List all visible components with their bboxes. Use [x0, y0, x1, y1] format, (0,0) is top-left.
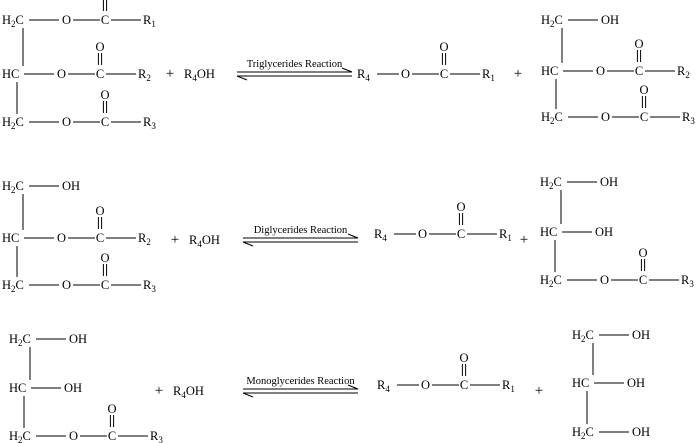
rxn3-forward-arrowhead [347, 384, 359, 390]
rxn3-reactant-acyl-3-carbonyl-oxygen: O [107, 402, 116, 416]
rxn1-product-carbon-2: HC [541, 64, 558, 78]
rxn1-product-acyl-3-carbonyl-oxygen: O [639, 83, 648, 97]
rxn2-product-acyl-3-carbonyl-oxygen: O [638, 246, 647, 260]
rxn1-product-carbon-1: H2C [541, 13, 563, 29]
rxn1-product-acyl-2-carbonyl-oxygen: O [634, 37, 643, 51]
rxn3-product-carbon-3: H2C [572, 425, 594, 441]
rxn2-reactant-ester-oxygen-3: O [62, 278, 71, 292]
rxn2-reactant-carbon-3: H2C [2, 278, 24, 294]
rxn1-reactant-acyl-1-carbonyl-carbon: C [101, 13, 109, 27]
rxn1-reactant-ester-oxygen-1: O [62, 13, 71, 27]
rxn1-forward-arrowhead [341, 67, 353, 73]
rxn1-alcohol: R4OH [184, 67, 215, 83]
rxn2-product-carbon-2: HC [540, 225, 557, 239]
rxn3-ester-acyl-carbonyl-carbon: C [460, 378, 468, 392]
rxn2-plus-2: + [520, 232, 528, 248]
rxn2-reactant-acyl-3-carbonyl-oxygen: O [100, 251, 109, 265]
rxn2-reaction-label: Diglycerides Reaction [254, 225, 348, 236]
rxn2-ester-acyl-carbonyl-carbon: C [457, 227, 465, 241]
rxn1-ester-acyl-carbonyl-oxygen: O [439, 40, 448, 54]
rxn3-reactant-acyl-3-carbonyl-carbon: C [108, 429, 116, 443]
rxn3-reactant-hydroxyl-2: OH [64, 381, 82, 395]
rxn1-reverse-arrowhead [236, 75, 248, 81]
rxn1-plus-2: + [514, 66, 522, 82]
rxn3-product-hydroxyl-3: OH [632, 425, 650, 439]
bond-layer [16, 0, 680, 437]
rxn1-product-acyl-3-r-group: R3 [682, 110, 695, 126]
rxn3-reaction-label: Monoglycerides Reaction [246, 376, 355, 387]
rxn2-reactant-carbon-1: H2C [2, 179, 24, 195]
rxn2-forward-arrowhead [347, 233, 359, 239]
rxn2-reactant-hydroxyl-1: OH [62, 179, 80, 193]
rxn2-product-acyl-3-carbonyl-carbon: C [639, 273, 647, 287]
rxn2-ester-acyl-carbonyl-oxygen: O [456, 200, 465, 214]
rxn2-product-ester-oxygen-3: O [600, 273, 609, 287]
rxn3-ester-r4: R4 [377, 378, 390, 394]
rxn3-reactant-carbon-1: H2C [9, 332, 31, 348]
rxn3-product-hydroxyl-1: OH [632, 328, 650, 342]
rxn1-ester-acyl-r-group: R1 [482, 67, 495, 83]
rxn3-alcohol: R4OH [173, 384, 204, 400]
rxn1-reactant-acyl-3-carbonyl-oxygen: O [100, 88, 109, 102]
rxn1-reactant-carbon-3: H2C [2, 115, 24, 131]
rxn1-product-acyl-3-carbonyl-carbon: C [640, 110, 648, 124]
rxn2-product-carbon-1: H2C [540, 175, 562, 191]
rxn1-ester-r4: R4 [357, 67, 370, 83]
rxn2-reactant-acyl-3-carbonyl-carbon: C [101, 278, 109, 292]
rxn3-ester-acyl-carbonyl-oxygen: O [459, 351, 468, 365]
rxn1-reactant-acyl-2-carbonyl-oxygen: O [95, 40, 104, 54]
rxn3-product-carbon-2: HC [572, 376, 589, 390]
rxn2-reactant-acyl-2-carbonyl-oxygen: O [95, 204, 104, 218]
rxn3-plus-1: + [155, 383, 163, 399]
rxn3-ester-acyl-r-group: R1 [502, 378, 515, 394]
rxn3-reactant-hydroxyl-1: OH [69, 332, 87, 346]
rxn1-product-ester-oxygen-2: O [596, 64, 605, 78]
rxn1-product-carbon-3: H2C [541, 110, 563, 126]
rxn1-reaction-label: Triglycerides Reaction [247, 59, 343, 70]
rxn1-product-acyl-2-r-group: R2 [677, 64, 690, 80]
rxn1-product-ester-oxygen-3: O [601, 110, 610, 124]
rxn1-plus-1: + [166, 66, 174, 82]
rxn3-reactant-acyl-3-r-group: R3 [150, 429, 163, 443]
rxn2-ester-oxygen: O [418, 227, 427, 241]
rxn2-product-acyl-3-r-group: R3 [681, 273, 694, 289]
rxn1-reactant-carbon-2: HC [2, 67, 19, 81]
rxn3-reverse-arrowhead [242, 392, 254, 398]
rxn2-reactant-carbon-2: HC [2, 231, 19, 245]
rxn2-reactant-acyl-3-r-group: R3 [143, 278, 156, 294]
rxn2-ester-acyl-r-group: R1 [499, 227, 512, 243]
rxn2-plus-1: + [171, 232, 179, 248]
rxn1-reactant-acyl-2-carbonyl-carbon: C [96, 67, 104, 81]
rxn2-ester-r4: R4 [374, 227, 387, 243]
rxn2-reverse-arrowhead [242, 241, 254, 247]
rxn1-reactant-ester-oxygen-3: O [62, 115, 71, 129]
rxn3-plus-2: + [535, 383, 543, 399]
rxn3-ester-oxygen: O [421, 378, 430, 392]
rxn3-product-carbon-1: H2C [572, 328, 594, 344]
rxn1-reactant-acyl-3-carbonyl-carbon: C [101, 115, 109, 129]
rxn3-reactant-ester-oxygen-3: O [69, 429, 78, 443]
rxn3-product-hydroxyl-2: OH [627, 376, 645, 390]
rxn1-reactant-acyl-3-r-group: R3 [143, 115, 156, 131]
rxn1-reactant-acyl-2-r-group: R2 [138, 67, 151, 83]
rxn2-product-hydroxyl-2: OH [595, 225, 613, 239]
rxn2-reactant-acyl-2-r-group: R2 [138, 231, 151, 247]
rxn2-alcohol: R4OH [189, 233, 220, 249]
rxn2-reactant-acyl-2-carbonyl-carbon: C [96, 231, 104, 245]
rxn1-ester-oxygen: O [401, 67, 410, 81]
rxn1-reactant-ester-oxygen-2: O [57, 67, 66, 81]
rxn1-ester-acyl-carbonyl-carbon: C [440, 67, 448, 81]
rxn2-product-hydroxyl-1: OH [600, 175, 618, 189]
rxn2-reactant-ester-oxygen-2: O [57, 231, 66, 245]
rxn3-reactant-carbon-2: HC [9, 381, 26, 395]
rxn2-product-carbon-3: H2C [540, 273, 562, 289]
rxn1-product-hydroxyl-1: OH [601, 13, 619, 27]
rxn1-product-acyl-2-carbonyl-carbon: C [635, 64, 643, 78]
rxn1-reactant-carbon-1: H2C [2, 13, 24, 29]
rxn3-reactant-carbon-3: H2C [9, 429, 31, 443]
rxn1-reactant-acyl-1-r-group: R1 [143, 13, 156, 29]
